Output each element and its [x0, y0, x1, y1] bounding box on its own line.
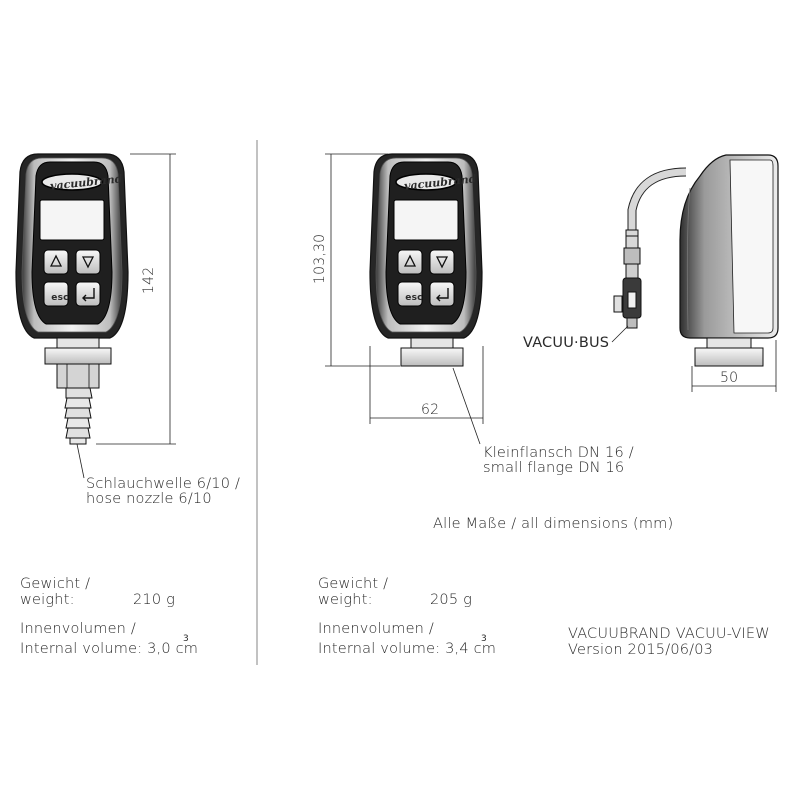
version-date: Version 2015/06/03 [568, 642, 714, 658]
hose-nozzle-label-en: hose nozzle 6/10 [86, 491, 212, 507]
dimension-label-103-30: 103,30 [312, 233, 328, 284]
vacuu-bus-label: VACUU·BUS [523, 335, 610, 351]
middle-volume-unit-sup: 3 [481, 634, 487, 644]
middle-weight-value: 205 g [430, 592, 472, 608]
all-dimensions-note: Alle Maße / all dimensions (mm) [433, 516, 674, 532]
middle-volume-label-de: Innenvolumen / [318, 621, 434, 637]
dimension-label-50: 50 [720, 370, 739, 386]
esc-button-left[interactable]: esc [51, 293, 69, 303]
hose-nozzle-label-de: Schlauchwelle 6/10 / [86, 476, 241, 492]
left-weight-value: 210 g [133, 592, 175, 608]
dimension-height-left [96, 153, 176, 445]
middle-device [369, 153, 483, 367]
middle-weight-label-en: weight: [318, 592, 373, 608]
left-volume-unit-sup: 3 [183, 634, 189, 644]
left-device [15, 153, 129, 445]
left-weight-label-en: weight: [20, 592, 75, 608]
right-device-side-view [613, 154, 779, 367]
flange-label-en: small flange DN 16 [483, 460, 625, 476]
dimension-middle [325, 153, 484, 445]
product-name: VACUUBRAND VACUU-VIEW [568, 626, 770, 642]
left-weight-label-de: Gewicht / [20, 576, 91, 592]
flange-label-de: Kleinflansch DN 16 / [483, 445, 634, 461]
dimension-depth-right [611, 325, 777, 392]
left-volume-label-de: Innenvolumen / [20, 621, 136, 637]
middle-weight-label-de: Gewicht / [318, 576, 389, 592]
middle-volume-label-en: Internal volume: 3,4 cm [318, 641, 497, 657]
left-volume-label-en: Internal volume: 3,0 cm [20, 641, 199, 657]
esc-button-middle[interactable]: esc [405, 293, 423, 303]
hose-nozzle-leader [76, 443, 85, 479]
dimension-label-142: 142 [141, 266, 157, 294]
dimension-label-62: 62 [421, 402, 440, 418]
